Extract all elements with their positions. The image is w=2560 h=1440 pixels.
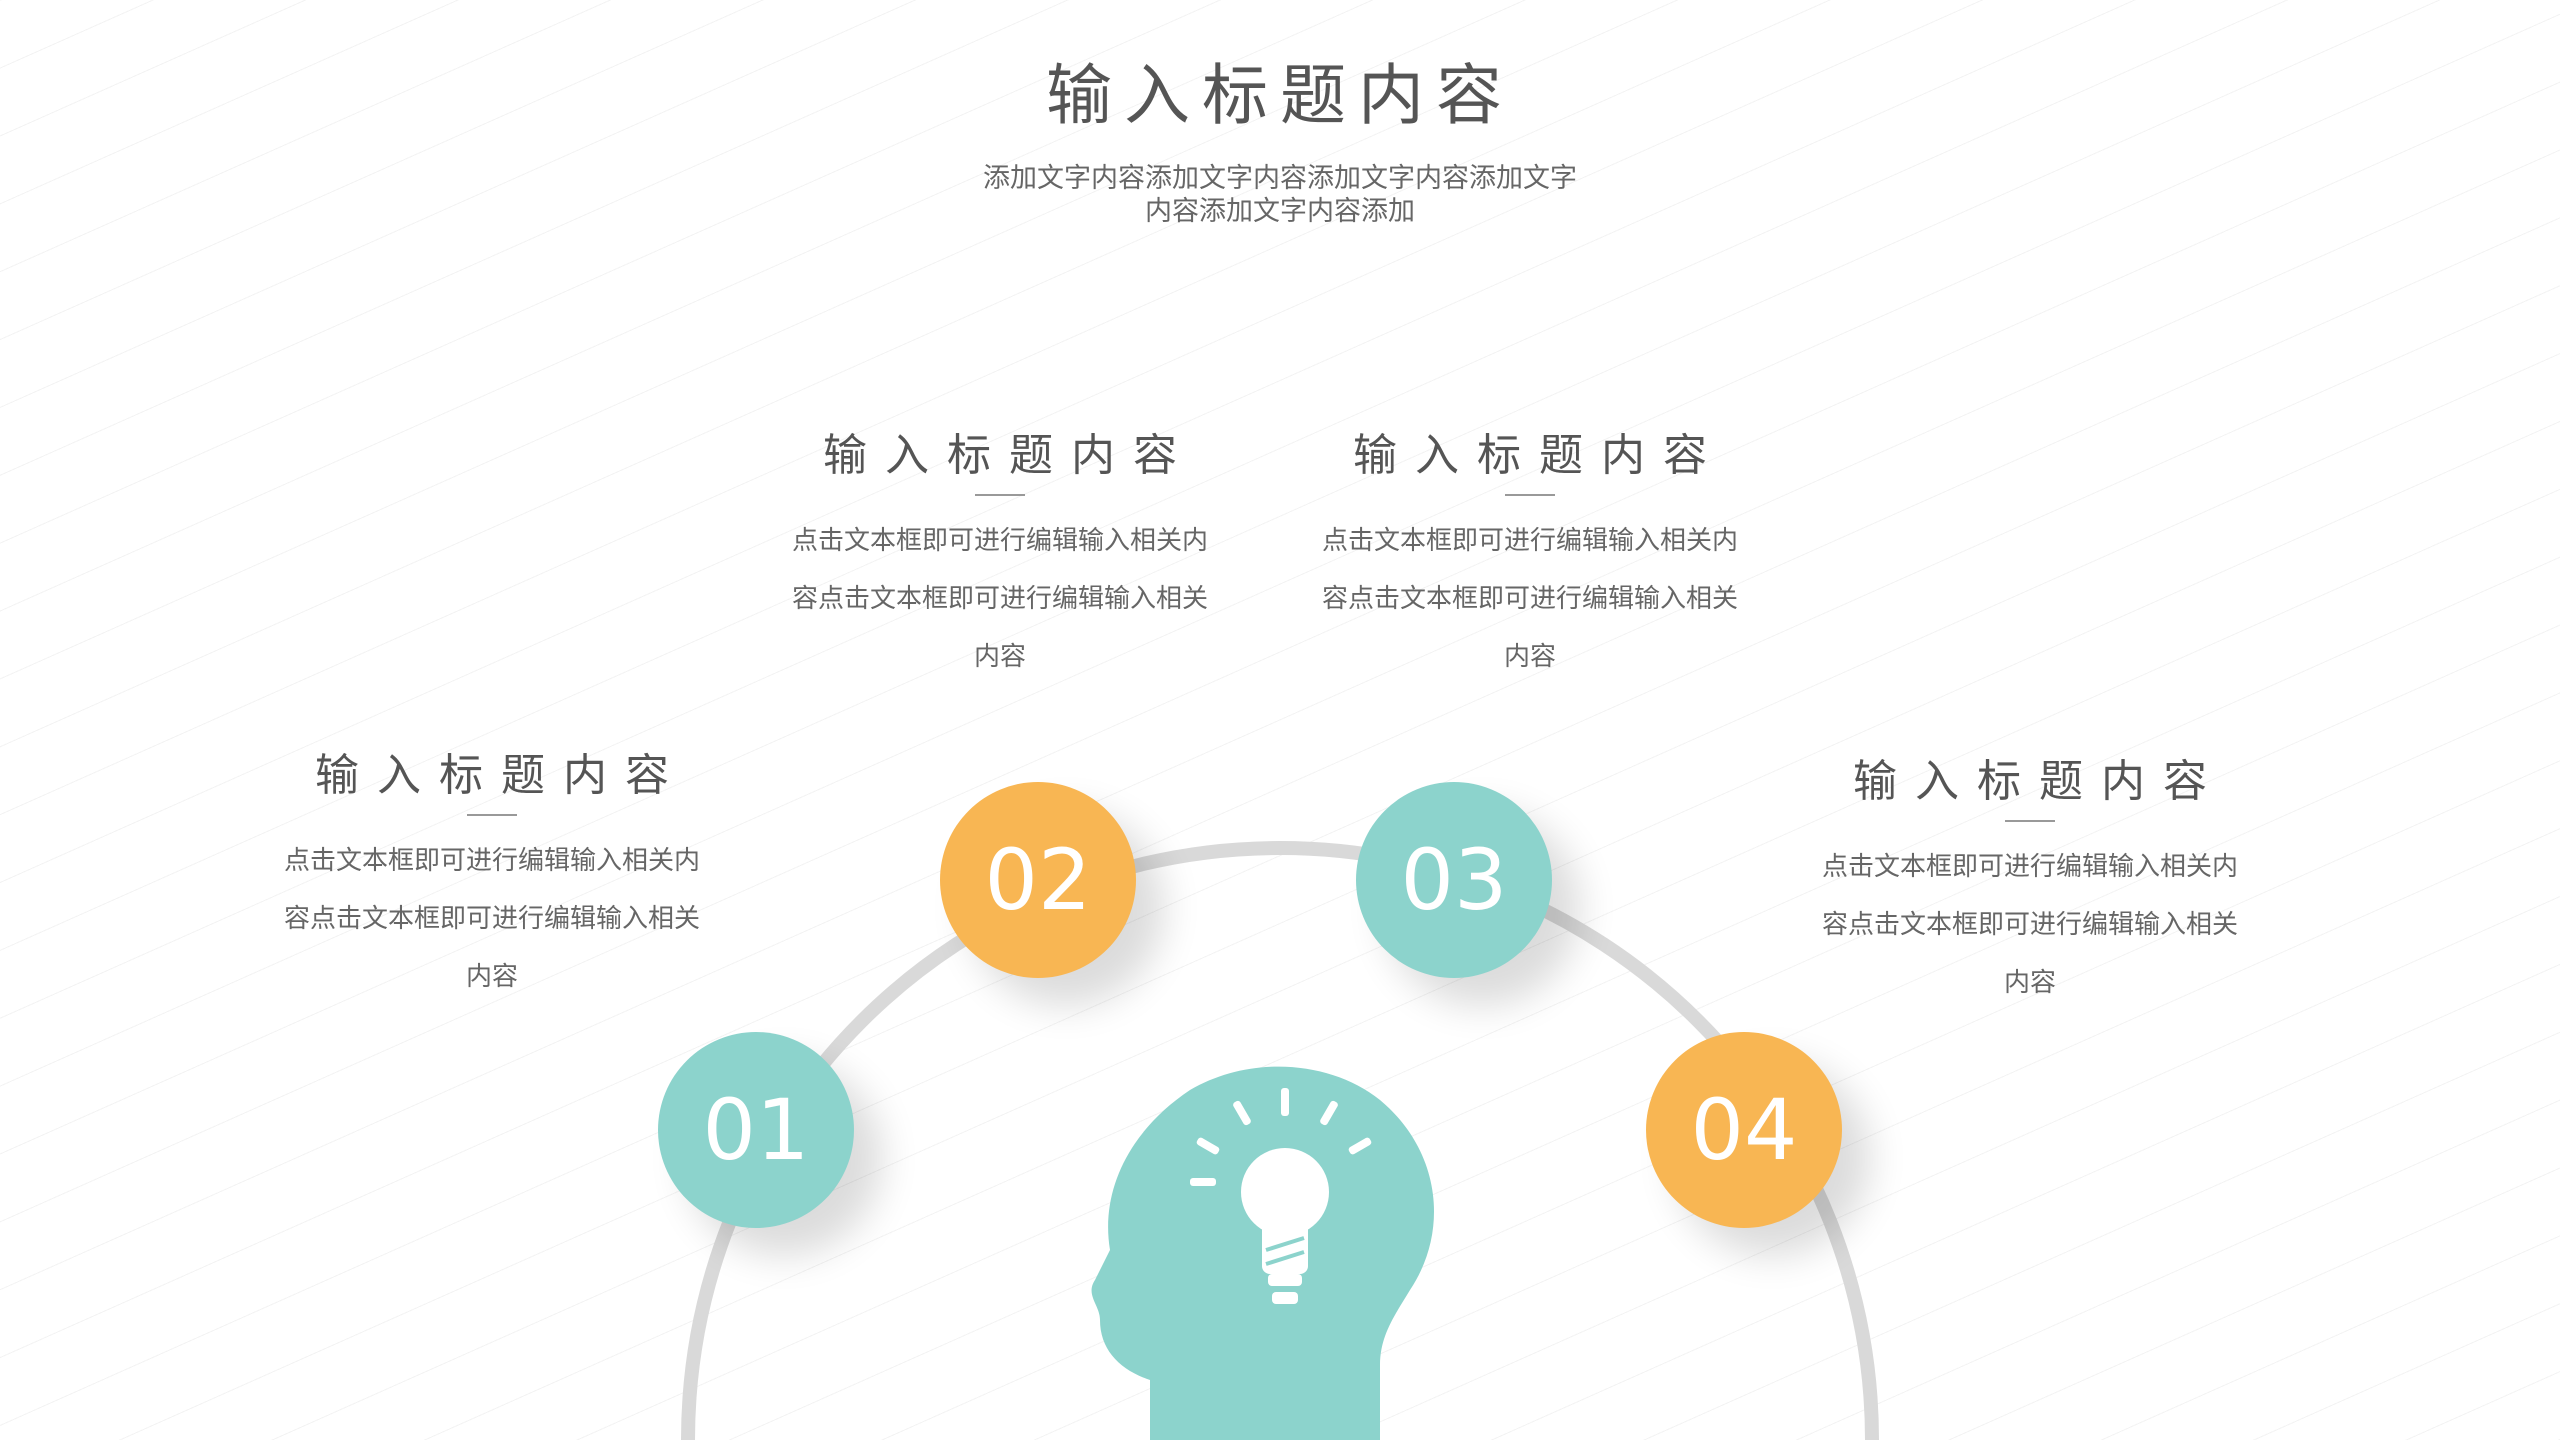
block-title: 输入标题内容	[315, 750, 687, 801]
page-subtitle: 添加文字内容添加文字内容添加文字内容添加文字 内容添加文字内容添加	[930, 162, 1630, 228]
block-text-line-1: 点击文本框即可进行编辑输入相关内	[283, 846, 700, 876]
block-text-line-2: 容点击文本框即可进行编辑输入相关	[1321, 584, 1738, 614]
page-subtitle-line-2: 内容添加文字内容添加	[1145, 196, 1415, 227]
block-text-line-1: 点击文本框即可进行编辑输入相关内	[1321, 526, 1738, 556]
block-text-line-2: 容点击文本框即可进行编辑输入相关	[283, 904, 700, 934]
block-title: 输入标题内容	[823, 430, 1195, 481]
block-title: 输入标题内容	[1353, 430, 1725, 481]
block-divider	[975, 494, 1025, 496]
block-divider	[467, 814, 517, 816]
block-text-line-2: 容点击文本框即可进行编辑输入相关	[791, 584, 1208, 614]
page-subtitle-line-1: 添加文字内容添加文字内容添加文字内容添加文字	[983, 163, 1577, 194]
text-block-4: 输入标题内容 点击文本框即可进行编辑输入相关内 容点击文本框即可进行编辑输入相关…	[1800, 754, 2260, 1012]
block-text-line-2: 容点击文本框即可进行编辑输入相关	[1821, 910, 2238, 940]
text-block-1: 输入标题内容 点击文本框即可进行编辑输入相关内 容点击文本框即可进行编辑输入相关…	[262, 748, 722, 1006]
text-block-2: 输入标题内容 点击文本框即可进行编辑输入相关内 容点击文本框即可进行编辑输入相关…	[770, 428, 1230, 686]
block-text-line-3: 内容	[465, 962, 518, 992]
head-lightbulb-icon	[1091, 1066, 1434, 1440]
block-text-line-1: 点击文本框即可进行编辑输入相关内	[791, 526, 1208, 556]
block-text-line-1: 点击文本框即可进行编辑输入相关内	[1821, 852, 2238, 882]
step-circle-03: 03	[1356, 782, 1552, 978]
step-circle-01: 01	[658, 1032, 854, 1228]
block-divider	[1505, 494, 1555, 496]
step-circle-04: 04	[1646, 1032, 1842, 1228]
block-text-line-3: 内容	[973, 642, 1026, 672]
block-title: 输入标题内容	[1853, 756, 2225, 807]
block-text-line-3: 内容	[2003, 968, 2056, 998]
step-circle-02: 02	[940, 782, 1136, 978]
block-divider	[2005, 820, 2055, 822]
block-text-line-3: 内容	[1503, 642, 1556, 672]
text-block-3: 输入标题内容 点击文本框即可进行编辑输入相关内 容点击文本框即可进行编辑输入相关…	[1300, 428, 1760, 686]
page-title: 输入标题内容	[1046, 57, 1514, 134]
